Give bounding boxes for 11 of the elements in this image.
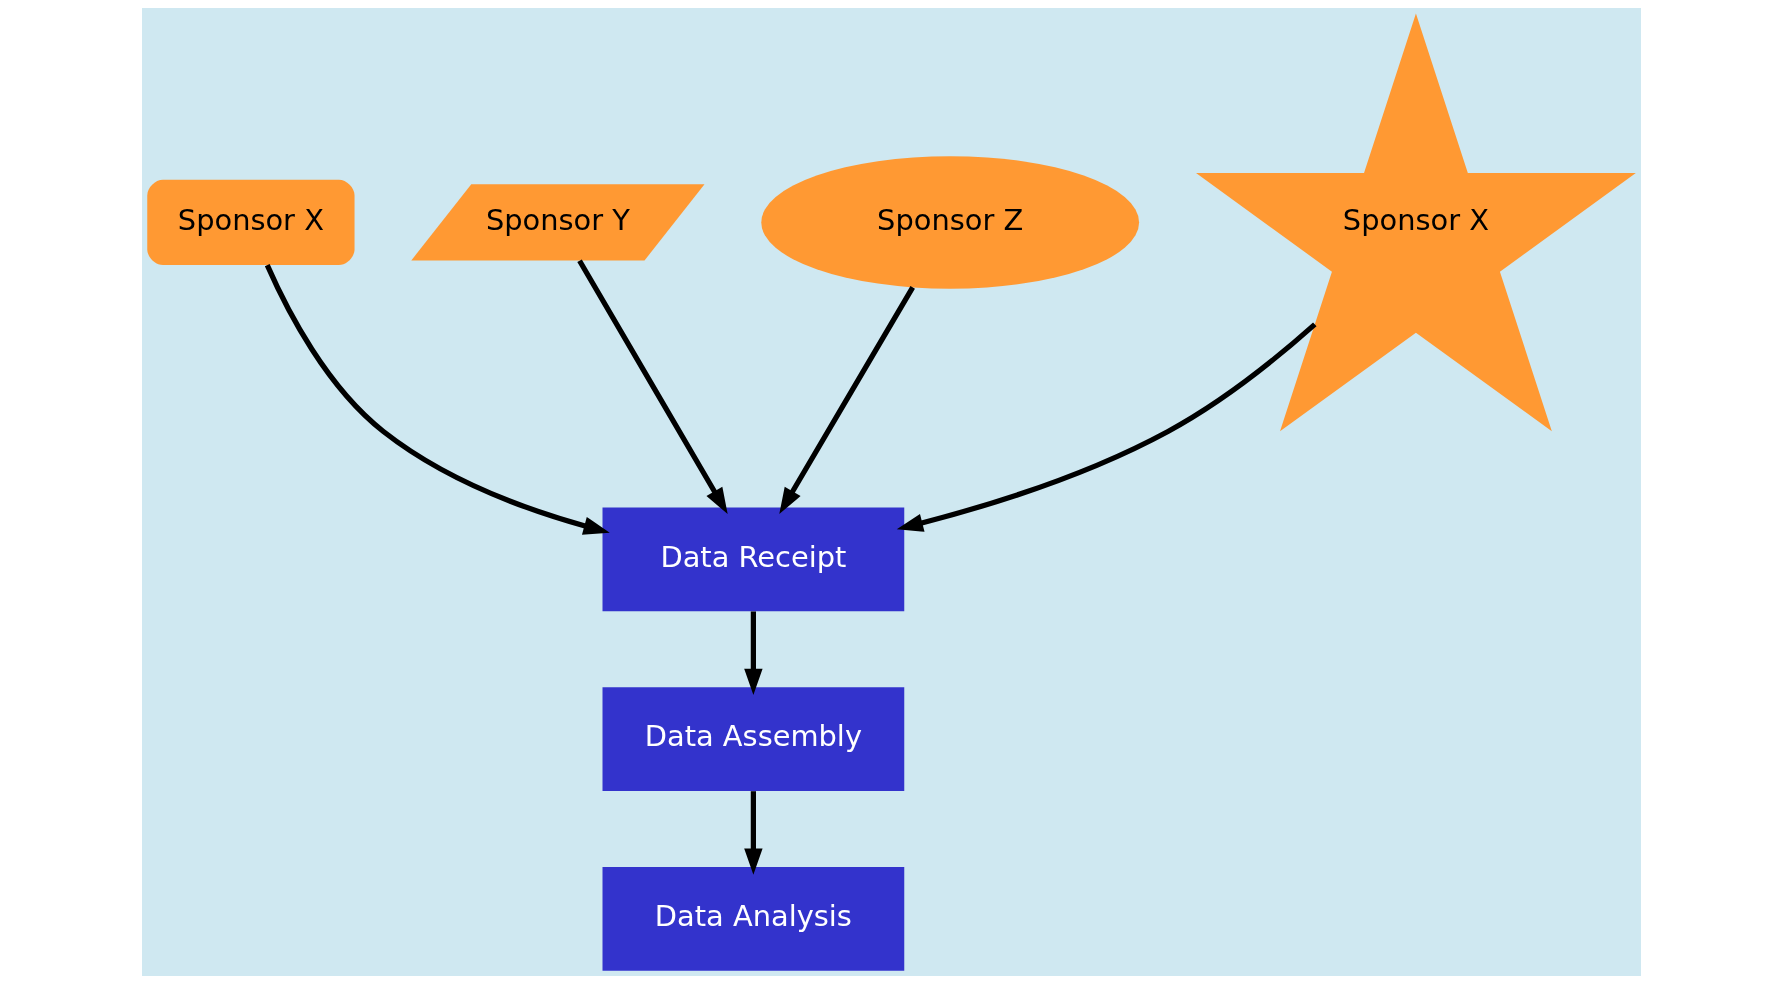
arrow (778, 286, 915, 515)
node-box: Data Receipt (602, 507, 904, 612)
arrow (743, 791, 763, 875)
node-box: Data Assembly (602, 687, 904, 791)
arrow (743, 611, 763, 695)
node-box: Data Analysis (602, 867, 904, 971)
arrow (576, 259, 728, 515)
arrow (264, 264, 610, 535)
arrow (896, 322, 1317, 532)
node-ellipse: Sponsor Z (760, 156, 1139, 289)
node-box: Sponsor X (146, 179, 355, 266)
